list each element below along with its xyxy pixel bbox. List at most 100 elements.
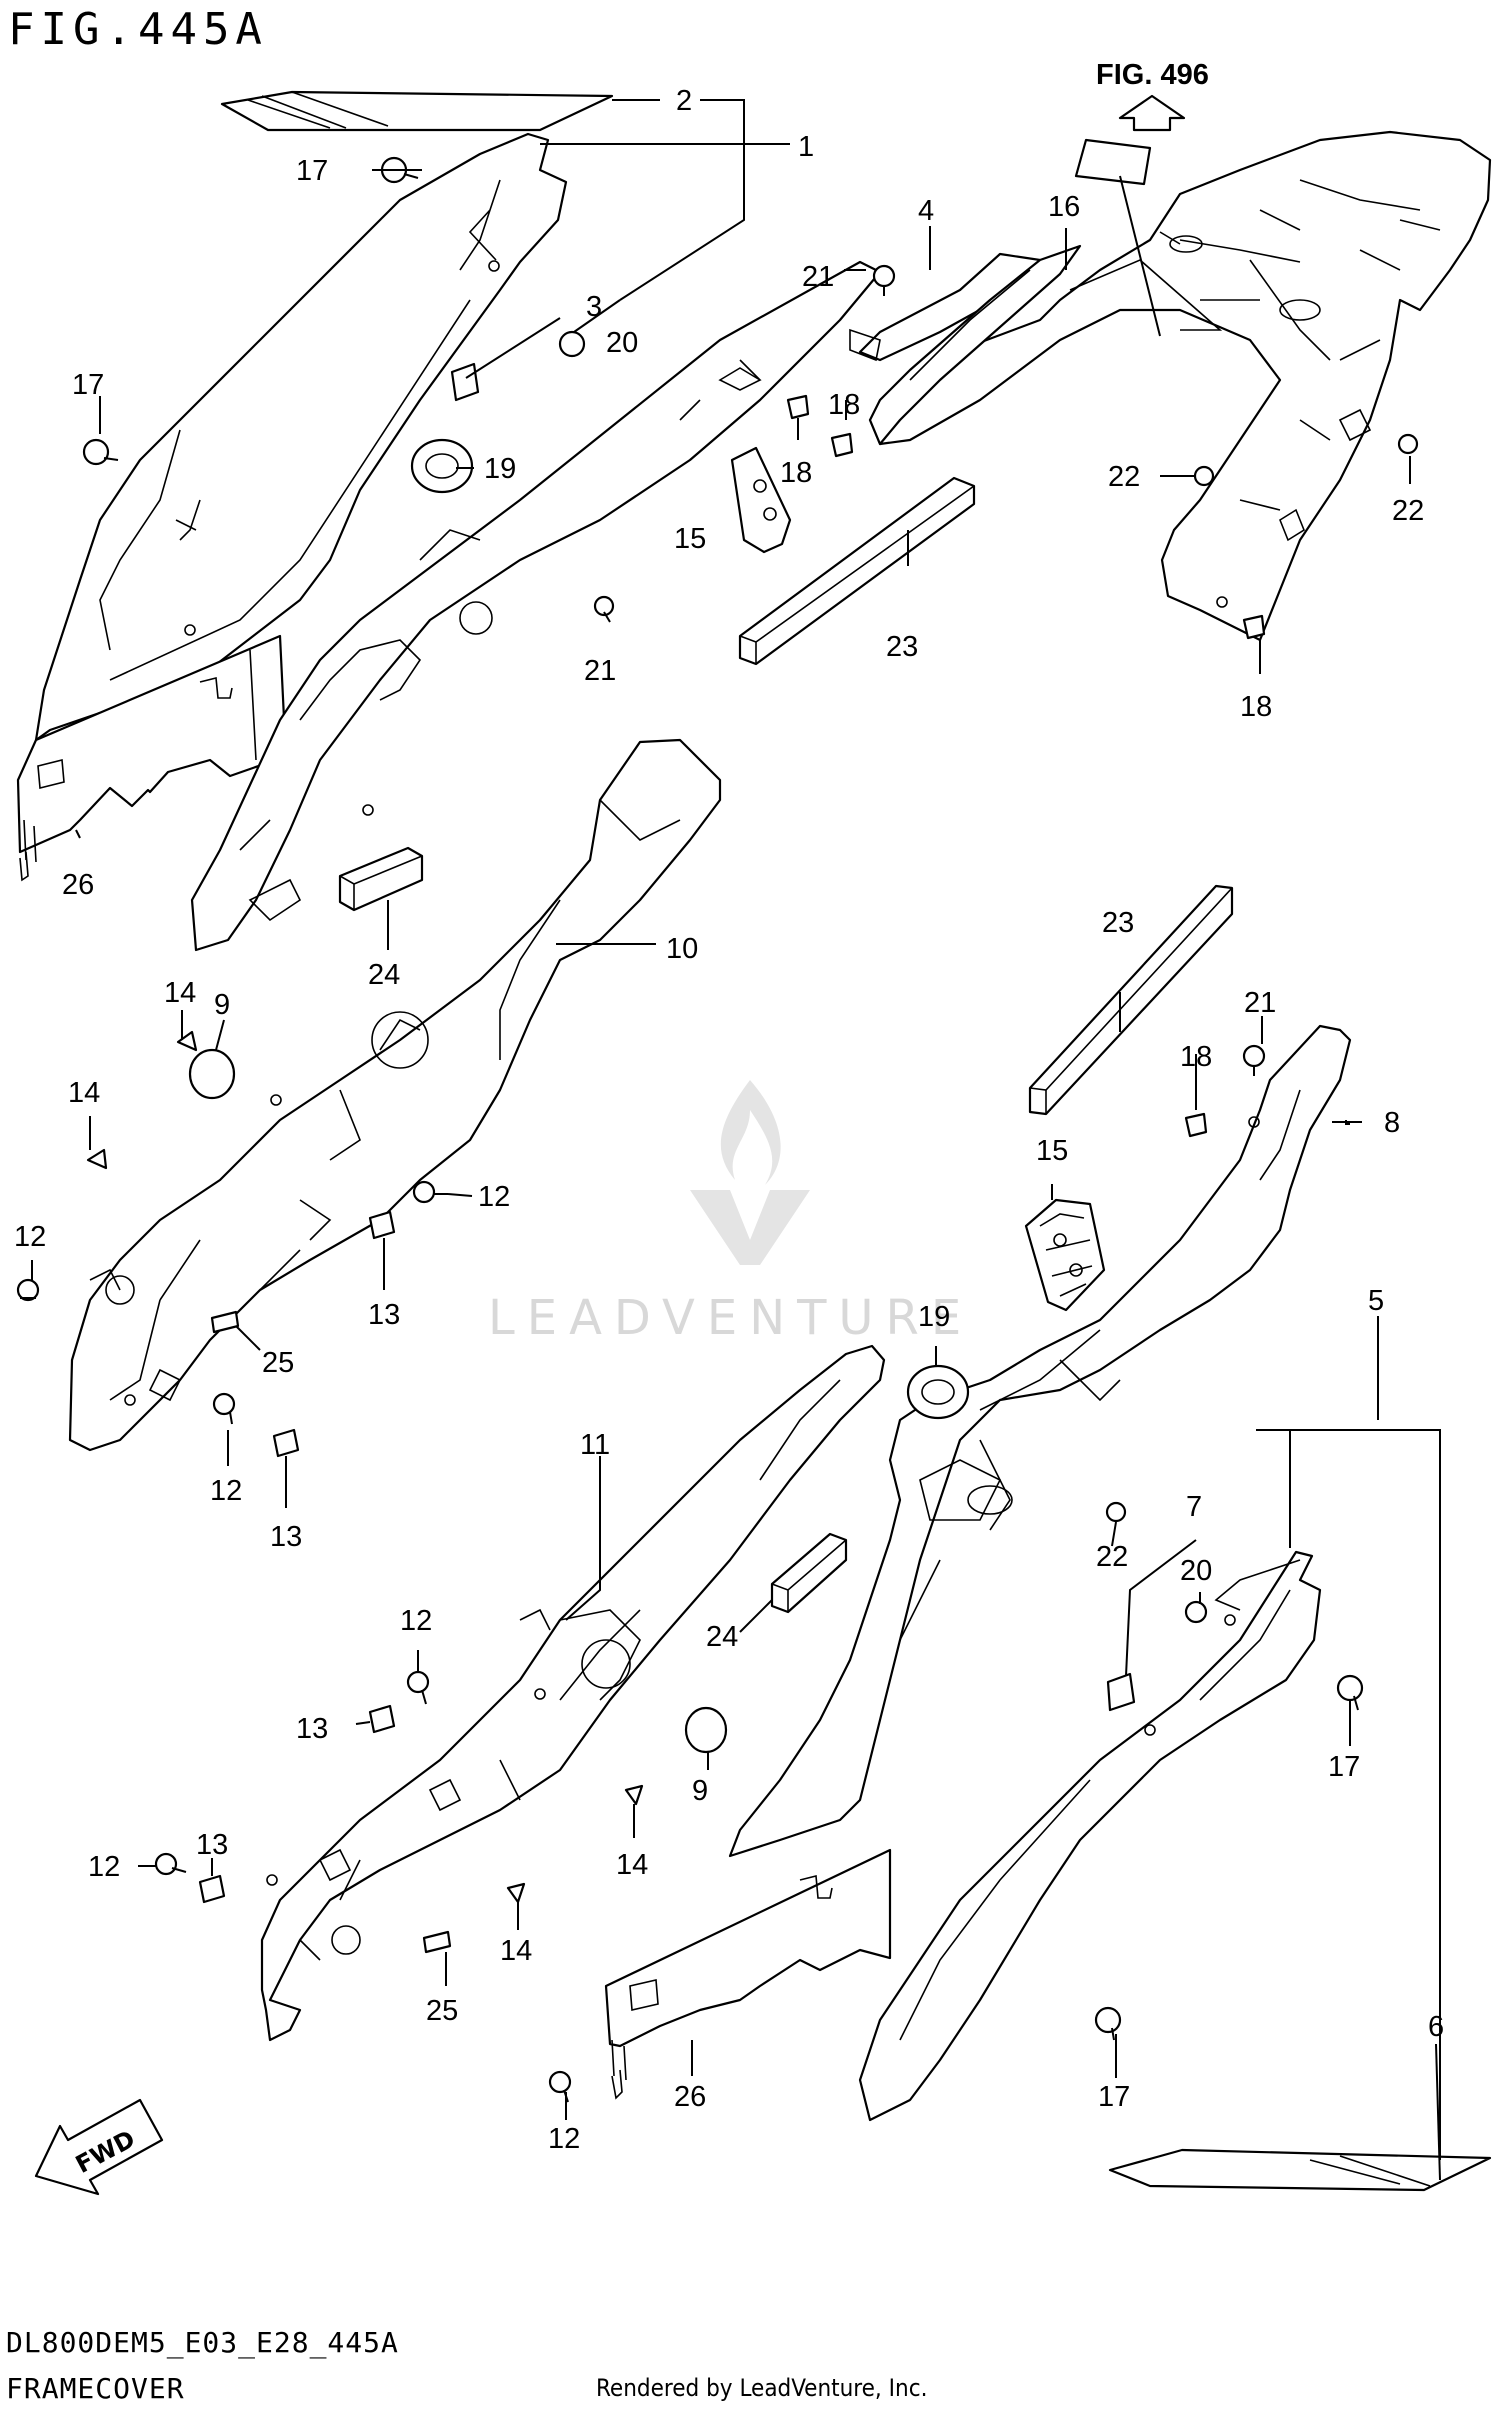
callout-19-b: 19 — [918, 1301, 950, 1333]
part-24-left-frame — [190, 260, 882, 952]
part-18-nut-b — [830, 432, 854, 458]
part-6-side-cover-lower — [858, 1550, 1322, 2122]
part-14-clip-c — [624, 1784, 644, 1806]
callout-1: 1 — [798, 131, 814, 163]
callout-4: 4 — [918, 195, 934, 227]
part-21-rivet-b — [1242, 1044, 1266, 1076]
fwd-arrow-icon: FWD — [34, 2098, 164, 2196]
callout-5: 5 — [1368, 1285, 1384, 1317]
callout-13-a: 13 — [368, 1299, 400, 1331]
part-11-frame-cover-lower — [260, 1344, 886, 2042]
callout-18-b: 18 — [780, 457, 812, 489]
section-name: FRAMECOVER — [6, 2372, 185, 2405]
part-23-foam-lower — [1028, 884, 1234, 1116]
part-9-grommet-upper — [188, 1048, 236, 1100]
callout-12-e: 12 — [88, 1851, 120, 1883]
callout-12-d: 12 — [400, 1605, 432, 1637]
callout-18-a: 18 — [828, 389, 860, 421]
reference-arrow-icon — [1118, 94, 1186, 132]
callout-14-a: 14 — [164, 977, 196, 1009]
callout-22-b: 22 — [1108, 461, 1140, 493]
callout-24-b: 24 — [706, 1621, 738, 1653]
part-13-nut-a — [368, 1210, 396, 1240]
callout-labels: 2 1 3 4 16 17 17 21 20 18 18 19 15 21 23… — [14, 85, 1444, 2155]
part-14-clip-d — [506, 1882, 526, 1904]
part-12-bolt-b — [16, 1278, 40, 1302]
callout-20-a: 20 — [606, 327, 638, 359]
part-12-bolt-e — [154, 1852, 187, 1876]
callout-18-d: 18 — [1180, 1041, 1212, 1073]
part-12-bolt-f — [548, 2070, 572, 2103]
callout-17-c: 17 — [1328, 1751, 1360, 1783]
callout-13-b: 13 — [270, 1521, 302, 1553]
part-12-bolt-d — [406, 1670, 430, 1705]
leader-lines — [31, 99, 1441, 2181]
callout-22-c: 22 — [1392, 495, 1424, 527]
part-13-nut-c — [368, 1704, 396, 1734]
part-20-nut-b — [1184, 1600, 1208, 1624]
watermark-text: LEADVENTURE — [488, 1290, 974, 1346]
part-13-nut-d — [198, 1874, 226, 1904]
part-20-nut-a — [558, 330, 586, 358]
part-19-grommet-upper — [410, 438, 474, 494]
callout-20-b: 20 — [1180, 1555, 1212, 1587]
part-23-foam-upper — [738, 476, 976, 666]
callout-26-a: 26 — [62, 869, 94, 901]
callout-23-a: 23 — [886, 631, 918, 663]
part-22-bolt-d — [1105, 1501, 1127, 1523]
part-25-clip-b — [422, 1930, 452, 1954]
callout-12-f: 12 — [548, 2123, 580, 2155]
callout-13-d: 13 — [196, 1829, 228, 1861]
callout-14-c: 14 — [616, 1849, 648, 1881]
callout-25-b: 25 — [426, 1995, 458, 2027]
callout-9-b: 9 — [692, 1775, 708, 1807]
figure-title: FIG.445A — [8, 4, 268, 55]
callout-15-a: 15 — [674, 523, 706, 555]
part-18-nut-c — [1242, 614, 1266, 640]
part-22-bolt-b — [1193, 465, 1215, 487]
part-18-nut-d — [1184, 1112, 1208, 1138]
part-9-grommet-lower — [684, 1706, 728, 1754]
watermark-logo-icon — [690, 1080, 810, 1265]
callout-17-d: 17 — [1098, 2081, 1130, 2113]
callout-24-a: 24 — [368, 959, 400, 991]
part-15-pad-lower — [1024, 1198, 1106, 1312]
callout-13-c: 13 — [296, 1713, 328, 1745]
callout-19-a: 19 — [484, 453, 516, 485]
part-24-block-upper — [338, 846, 424, 912]
callout-12-a: 12 — [478, 1181, 510, 1213]
callout-14-b: 14 — [68, 1077, 100, 1109]
part-17-screw-b — [82, 438, 119, 466]
part-7-clip — [1106, 1672, 1136, 1712]
callout-17-a: 17 — [296, 155, 328, 187]
callout-10: 10 — [666, 933, 698, 965]
callout-26-b: 26 — [674, 2081, 706, 2113]
part-26-bracket-lower — [604, 1848, 892, 2100]
part-14-clip-b — [86, 1148, 108, 1170]
part-5-pad-lower — [1108, 2148, 1492, 2192]
rear-tail-cover — [868, 130, 1492, 642]
part-15-pad-upper — [730, 446, 792, 554]
callout-15-b: 15 — [1036, 1135, 1068, 1167]
part-17-screw-d — [1094, 2006, 1122, 2041]
part-18-nut-a — [786, 394, 810, 420]
part-2-pad — [220, 90, 614, 132]
callout-17-b: 17 — [72, 369, 104, 401]
part-8-frame-cover-right — [728, 1024, 1352, 1858]
part-22-bolt-a — [593, 595, 615, 617]
fig-496-label: FIG. 496 — [1096, 59, 1209, 91]
part-13-nut-b — [272, 1428, 300, 1458]
callout-25-a: 25 — [262, 1347, 294, 1379]
callout-18-c: 18 — [1240, 691, 1272, 723]
part-1-side-cover — [34, 132, 568, 742]
callout-11: 11 — [580, 1429, 610, 1461]
callout-12-c: 12 — [210, 1475, 242, 1507]
callout-3: 3 — [586, 291, 602, 323]
callout-8: 8 — [1384, 1107, 1400, 1139]
callout-7: 7 — [1186, 1491, 1202, 1523]
part-17-screw-c — [1336, 1674, 1364, 1711]
part-12-bolt-a — [412, 1180, 448, 1204]
rendered-by-credit: Rendered by LeadVenture, Inc. — [596, 2374, 928, 2402]
callout-22-d: 22 — [1096, 1541, 1128, 1573]
part-24-block-lower — [770, 1532, 848, 1614]
